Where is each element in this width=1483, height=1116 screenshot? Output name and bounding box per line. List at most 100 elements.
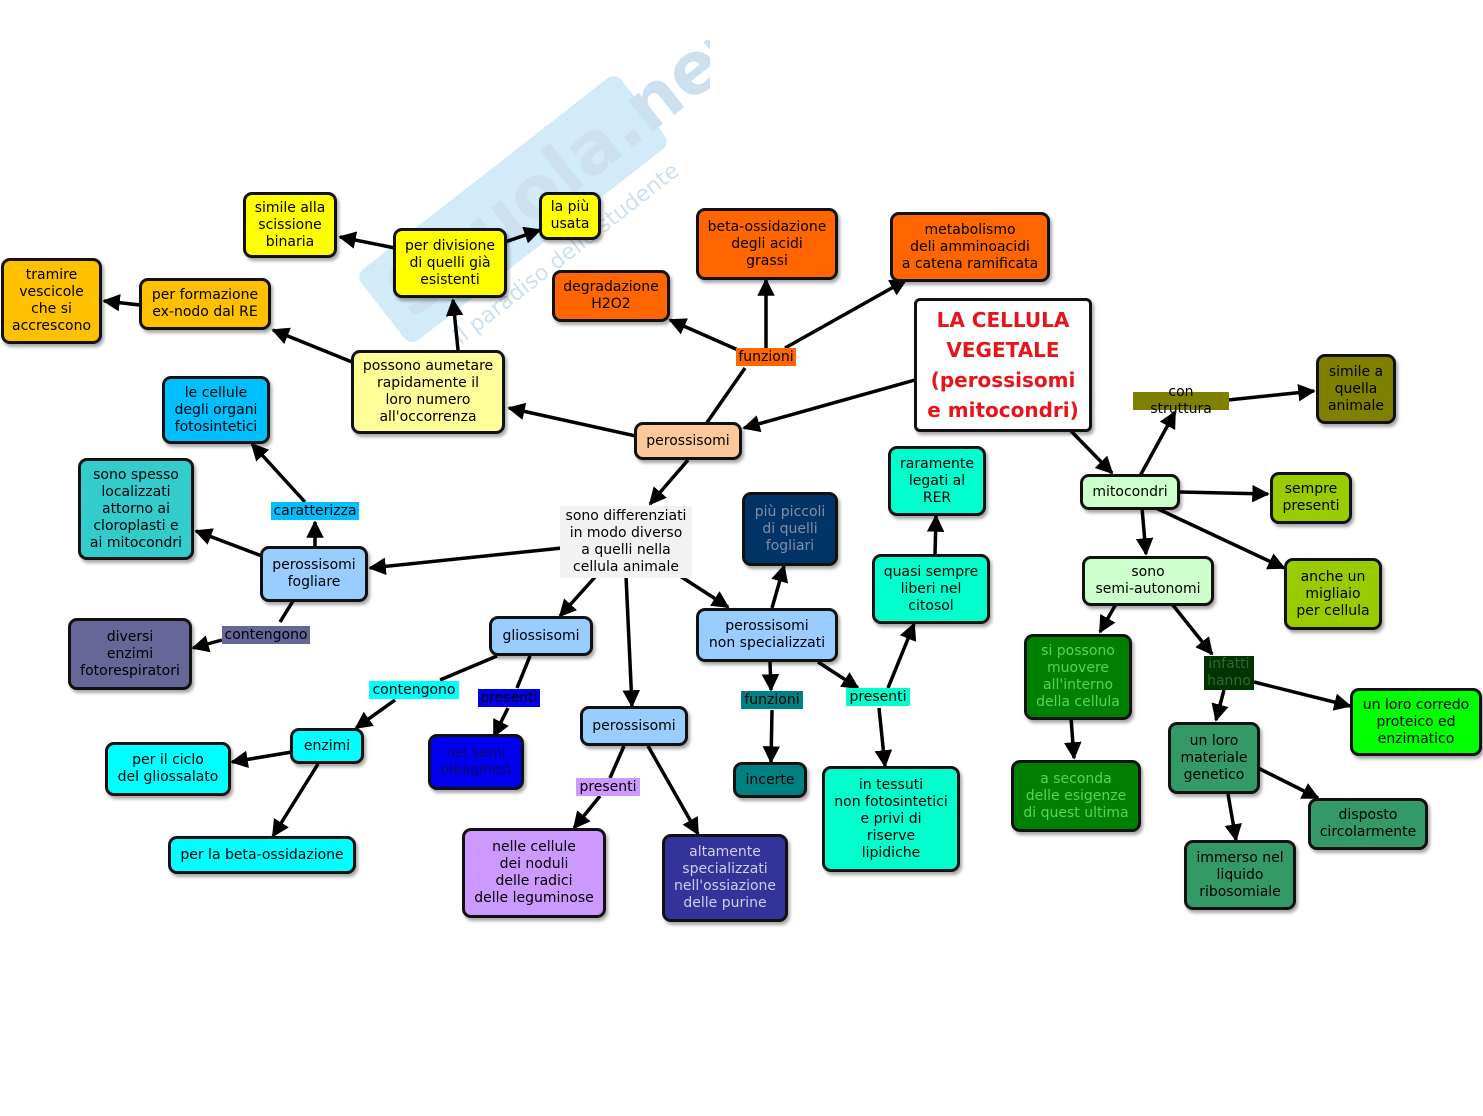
node-quasi-sempre: quasi sempre liberi nel citosol: [872, 554, 990, 624]
edge-enzimi-betaox: [271, 763, 320, 838]
node-noduli: nelle cellule dei noduli delle radici de…: [462, 828, 606, 918]
edge-presenti-tessuti: [874, 707, 893, 768]
node-divisione: per divisione di quelli già esistenti: [393, 228, 507, 298]
node-circolarmente: disposto circolarmente: [1308, 798, 1428, 850]
node-degradazione: degradazione H2O2: [552, 270, 670, 322]
label-contengono-mid: contengono: [369, 681, 459, 699]
label-presenti-glio: presenti: [478, 689, 540, 707]
node-semi-autonomi: sono semi-autonomi: [1082, 556, 1214, 606]
edge-pero-sonodiff: [648, 458, 690, 506]
node-sono-spesso: sono spesso localizzati attorno ai cloro…: [78, 458, 194, 560]
node-enzimi: enzimi: [290, 728, 364, 764]
node-sono-differenziati: sono differenziati in modo diverso a que…: [560, 506, 692, 578]
edge-pero-funzioni: [704, 366, 747, 426]
node-piu-piccoli: più piccoli di quelli fogliari: [742, 492, 838, 566]
edge-muovere-esigenze: [1064, 717, 1082, 760]
edge-mito-struttura: [1138, 410, 1177, 477]
edge-divisione-usata: [504, 226, 542, 244]
label-funzioni-ns: funzioni: [741, 691, 803, 709]
node-beta-acidi: beta-ossidazione degli acidi grassi: [696, 208, 838, 280]
edge-title-mitocondri: [1068, 428, 1114, 475]
edge-struttura-simile: [1227, 383, 1316, 402]
edge-pero2-presenti: [608, 745, 626, 779]
label-con-struttura: con struttura: [1133, 384, 1229, 417]
node-gliossisomi: gliossisomi: [489, 616, 593, 656]
edge-infatti-corredo: [1253, 680, 1352, 711]
edge-infatti-materiale: [1211, 689, 1229, 722]
edge-enzimi-ciclo: [230, 750, 293, 769]
node-tramite: tramire vescicole che si accrescono: [1, 258, 102, 344]
edge-possono-formazione: [271, 327, 353, 364]
edge-quasi-raramente: [926, 514, 945, 555]
edge-materiale-immerso: [1224, 793, 1242, 842]
edge-formazione-tramite: [102, 294, 141, 312]
node-perossisomi-fogliare: perossisomi fogliare: [260, 546, 368, 602]
node-le-cellule: le cellule degli organi fotosintetici: [162, 376, 270, 444]
edge-presenti-noduli: [572, 794, 602, 830]
node-simile-animale: simile a quella animale: [1316, 354, 1396, 424]
node-simile-scissione: simile alla scissione binaria: [243, 192, 337, 258]
node-mitocondri: mitocondri: [1080, 474, 1180, 510]
edge-presenti-semi: [492, 707, 510, 738]
node-immerso: immerso nel liquido ribosomiale: [1184, 840, 1296, 910]
node-perossisomi: perossisomi: [634, 422, 742, 460]
edge-presenti-quasi: [886, 622, 917, 689]
edge-contengono-diversi: [191, 635, 223, 653]
node-altamente: altamente specializzati nell'ossiazione …: [662, 834, 788, 922]
node-semi-oleaginosi: nei semi oleaginosi: [428, 734, 524, 790]
edge-pero-possono: [507, 402, 637, 438]
node-piu-usata: la più usata: [539, 192, 601, 240]
edge-caratterizza-cellule: [250, 442, 307, 504]
node-migliaio: anche un migliaio per cellula: [1284, 558, 1382, 630]
edge-mito-migliaio: [1155, 506, 1286, 570]
node-non-specializzati: perossisomi non specializzati: [696, 608, 838, 662]
edge-possono-divisione: [445, 298, 464, 351]
node-materiale: un loro materiale genetico: [1168, 722, 1260, 794]
edge-contengono-enzimi: [354, 698, 397, 730]
edge-nonspec-presenti: [817, 660, 860, 690]
edge-glio-presenti: [515, 655, 532, 689]
edge-pero2-altamente: [646, 745, 700, 836]
node-incerte: incerte: [733, 762, 807, 798]
edge-glio-contengono: [439, 654, 498, 682]
edge-mito-sempre: [1179, 484, 1270, 503]
label-presenti-pero: presenti: [576, 778, 640, 796]
edge-sonodiff-pero2: [622, 575, 641, 708]
node-sempre-presenti: sempre presenti: [1270, 472, 1352, 524]
edge-semiaut-muovere: [1098, 603, 1118, 634]
node-possono: possono aumetare rapidamente il loro num…: [351, 350, 505, 434]
edge-nonspec-piccoli: [770, 564, 789, 609]
node-esigenze: a seconda delle esigenze di quest ultima: [1011, 760, 1141, 832]
edge-funzioni-metabolismo: [784, 278, 908, 350]
node-tessuti: in tessuti non fotosintetici e privi di …: [822, 766, 960, 872]
node-muovere: si possono muovere all'interno della cel…: [1024, 634, 1132, 720]
node-ciclo-gliossalato: per il ciclo del gliossalato: [105, 742, 231, 796]
edge-title-perossisomi: [742, 378, 916, 433]
label-infatti-hanno: infatti hanno: [1204, 656, 1254, 690]
edge-nonspec-funzioni: [761, 661, 780, 692]
edge-materiale-circ: [1257, 766, 1320, 800]
edge-fogliare-contengono: [278, 600, 295, 623]
edge-funzioni-degradazione: [668, 318, 739, 352]
node-corredo: un loro corredo proteico ed enzimatico: [1350, 688, 1482, 756]
title-node: LA CELLULA VEGETALE (perossisomi e mitoc…: [914, 298, 1092, 432]
node-beta-ossidazione: per la beta-ossidazione: [168, 836, 356, 874]
label-contengono-left: contengono: [222, 626, 310, 644]
label-presenti-ns: presenti: [846, 688, 910, 706]
edge-semiaut-infatti: [1170, 602, 1214, 656]
node-diversi-enzimi: diversi enzimi fotorespiratori: [68, 618, 192, 690]
node-formazione: per formazione ex-nodo dal RE: [139, 278, 271, 330]
edge-fogliare-spesso: [194, 528, 263, 558]
edge-divisione-simile: [338, 231, 396, 250]
edge-sonodiff-fogliare: [368, 546, 563, 576]
edge-sonodiff-glio: [558, 574, 598, 618]
edge-sonodiff-nonspec: [679, 574, 730, 609]
edge-funzioni-incerte: [762, 709, 781, 764]
node-perossisomi-second: perossisomi: [580, 706, 688, 746]
node-raramente: raramente legati al RER: [888, 446, 986, 516]
label-caratterizza: caratterizza: [271, 502, 359, 520]
label-funzioni-top: funzioni: [736, 348, 796, 366]
edge-mito-semiaut: [1135, 507, 1154, 556]
node-metabolismo: metabolismo deli amminoacidi a catena ra…: [890, 212, 1050, 282]
